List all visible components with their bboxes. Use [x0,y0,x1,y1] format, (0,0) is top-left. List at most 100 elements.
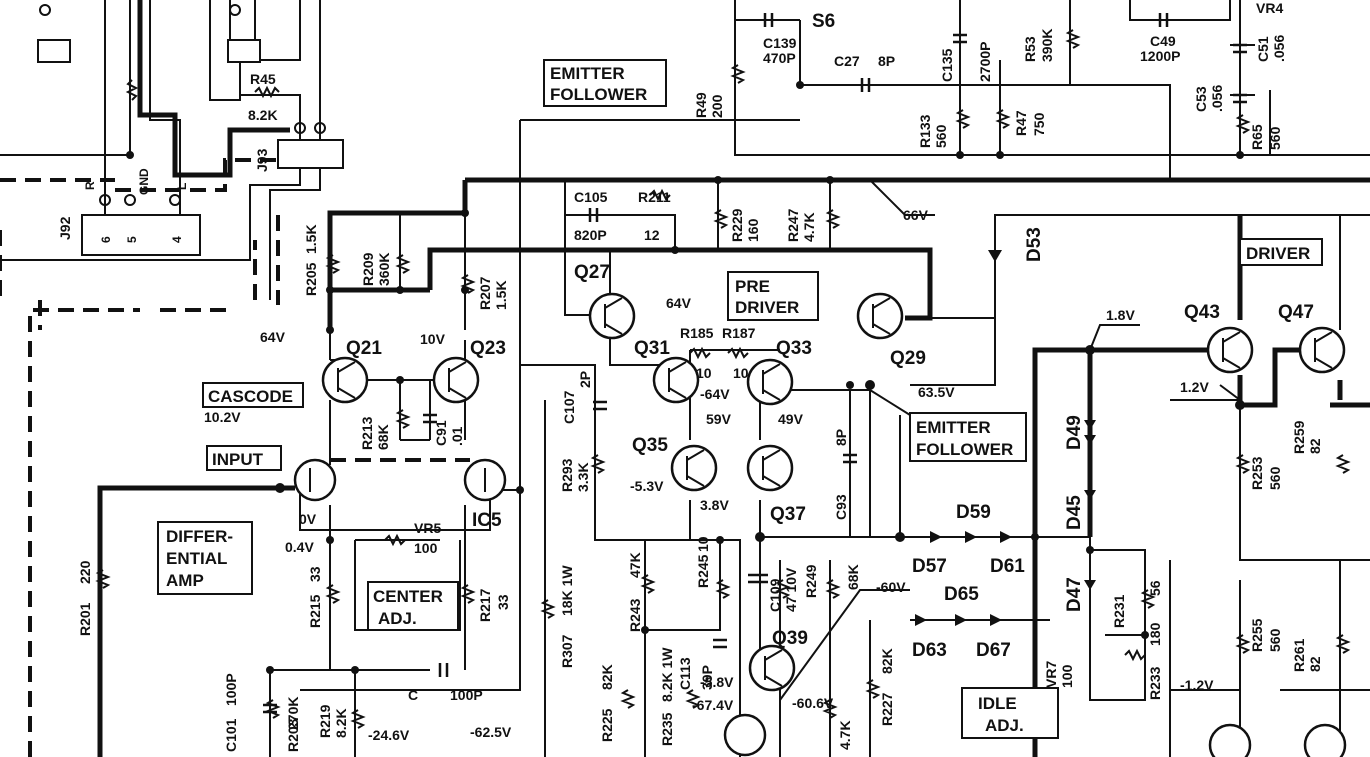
c51-value: .056 [1271,35,1287,62]
voltage-10-2v: 10.2V [204,409,241,425]
r307-value: 18K 1W [559,565,575,616]
d65-label: D65 [944,584,979,605]
r213-ref: R213 [359,416,375,450]
c27-value: 8P [878,53,895,69]
r243-ref: R243 [627,598,643,632]
pin-r-label: R [83,181,97,190]
c93-ref: C93 [833,494,849,520]
d67-label: D67 [976,640,1011,661]
r219-value: 8.2K [333,708,349,738]
d49-label: D49 [1064,415,1085,450]
c53-ref: C53 [1193,86,1209,112]
vr7-value: 100 [1059,664,1075,688]
r233-value: 180 [1147,622,1163,646]
r227-value: 82K [879,648,895,674]
r203-ref: R203 [285,718,301,752]
voltage-0v: 0V [299,511,317,527]
voltage-1-8v: 1.8V [1106,307,1135,323]
block-labels: EMITTER FOLLOWER CASCODE INPUT DIFFER- E… [166,64,1310,735]
voltage-minus-60v: -60V [876,579,906,595]
r49-ref: R49 [693,92,709,118]
center-adj-line1: CENTER [373,587,443,606]
r261-ref: R261 [1291,638,1307,672]
voltage-minus-64v: -64V [700,386,730,402]
pin-gnd-label: GND [137,168,151,195]
voltage-1-2v: 1.2V [1180,379,1209,395]
r293-ref: R293 [559,458,575,492]
vr5-value: 100 [414,540,438,556]
r255-value: 560 [1267,628,1283,652]
r233-ref: R233 [1147,666,1163,700]
c101-value: 100P [223,673,239,706]
c-value: 100P [450,687,483,703]
pin-6-label: 6 [99,236,113,243]
r229-ref: R229 [729,208,745,242]
voltage-63-5v: 63.5V [918,384,955,400]
r307-ref: R307 [559,634,575,668]
c49-value: 1200P [1140,48,1180,64]
c-ref: C [408,687,418,703]
c109-ref: C109 [767,578,783,612]
r245-value: 10 [695,536,711,552]
c109-value: 47 10V [783,567,799,612]
cascode-label: CASCODE [208,387,293,406]
d61-label: D61 [990,556,1025,577]
j93-label: J93 [254,148,270,172]
r211-ref: R211 [638,189,671,205]
c135-ref: C135 [939,48,955,82]
d59-label: D59 [956,502,991,523]
r217-value: 33 [495,594,511,610]
r209-value: 360K [376,253,392,286]
r255-ref: R255 [1249,618,1265,652]
component-labels: R45 8.2K C139 470P C27 8P C135 2700P R53… [77,0,1323,752]
r45-value: 8.2K [248,107,278,123]
r53-ref: R53 [1022,36,1038,62]
d47-label: D47 [1064,577,1085,612]
pin-5-label: 5 [125,236,139,243]
r133-ref: R133 [917,114,933,148]
driver-label: DRIVER [1246,244,1310,263]
q39-label: Q39 [772,628,808,649]
r213-value: 68K [375,424,391,450]
misc-labels: 4.7K [837,720,853,750]
pre-driver-line1: PRE [735,277,770,296]
center-adj-line2: ADJ. [378,609,417,628]
voltage-minus-62-5v: -62.5V [470,724,512,740]
r47-value: 750 [1031,112,1047,136]
c51-ref: C51 [1255,36,1271,62]
c107-value: 2P [577,371,593,388]
r253-value: 560 [1267,466,1283,490]
q43-label: Q43 [1184,302,1220,323]
r49-value: 200 [709,94,725,118]
vr4-ref: VR4 [1256,0,1283,16]
q21-label: Q21 [346,338,382,359]
emitter-follower-mid-line2: FOLLOWER [916,440,1013,459]
c91-value: .01 [449,426,465,446]
connector-symbols [37,4,344,206]
c27-ref: C27 [834,53,860,69]
r293-value: 3.3K [575,462,591,492]
r203-value: 270K [285,697,301,730]
voltage-3-8v: 3.8V [700,497,729,513]
emitter-follower-mid-line1: EMITTER [916,418,991,437]
block-boxes [157,59,1323,739]
transistor-labels: Q21 Q23 Q27 Q29 Q31 Q33 Q35 Q37 Q39 Q43 … [346,262,1314,649]
vr5-ref: VR5 [414,520,441,536]
r227-ref: R227 [879,692,895,726]
r259-ref: R259 [1291,420,1307,454]
r65-ref: R65 [1249,124,1265,150]
r225-ref: R225 [599,708,615,742]
vr7-ref: VR7 [1043,661,1059,688]
voltage-66v: 66V [903,207,929,223]
r253-ref: R253 [1249,456,1265,490]
j92-label: J92 [57,216,73,240]
voltage-minus-1-2v: -1.2V [1180,677,1214,693]
r185-value: 10 [696,365,712,381]
diode-symbols [915,250,1096,626]
c101-ref: C101 [223,718,239,752]
q33-label: Q33 [776,338,812,359]
r207-ref: R207 [477,276,493,310]
r247-value: 4.7K [801,212,817,242]
r201-ref: R201 [77,602,93,636]
